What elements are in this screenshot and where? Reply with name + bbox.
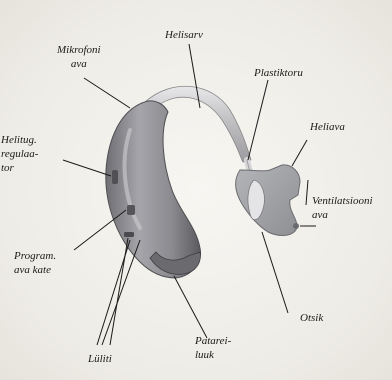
label-helitug-regulaator: Helitug. regulaa- tor <box>1 133 38 175</box>
volume-control <box>112 170 118 184</box>
label-patarei-luuk: Patarei- luuk <box>195 334 231 362</box>
label-program-ava-kate: Program. ava kate <box>14 249 56 277</box>
label-heliava: Heliava <box>310 120 345 134</box>
label-lyliti: Lüliti <box>88 352 112 366</box>
program-cover <box>127 205 135 215</box>
label-plastiktoru: Plastiktoru <box>254 66 303 80</box>
label-ventilatsiooni-ava: Ventilatsiooni ava <box>312 194 373 222</box>
switch <box>124 232 134 237</box>
earmold <box>236 165 300 236</box>
label-otsik: Otsik <box>300 311 323 325</box>
label-helisarv: Helisarv <box>165 28 203 42</box>
device-body <box>106 101 201 278</box>
vent-hole <box>293 223 299 229</box>
label-mikrofoni-ava: Mikrofoni ava <box>57 43 101 71</box>
